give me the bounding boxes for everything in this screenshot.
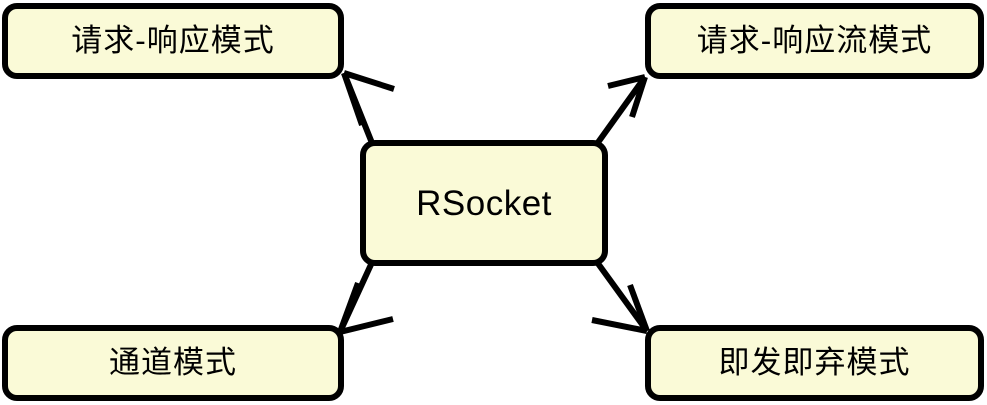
node-request-response-label: 请求-响应模式 [71, 22, 275, 59]
node-request-stream[interactable]: 请求-响应流模式 [645, 3, 984, 79]
node-fire-and-forget-label: 即发即弃模式 [718, 344, 911, 381]
arrow-rsocket-to-channel [337, 256, 394, 335]
arrow-rsocket-to-fire-and-forget [591, 256, 650, 334]
node-channel[interactable]: 通道模式 [2, 325, 344, 401]
node-fire-and-forget[interactable]: 即发即弃模式 [645, 325, 984, 401]
arrow-rsocket-to-request-stream [591, 74, 648, 150]
node-rsocket-label: RSocket [416, 183, 552, 223]
node-channel-label: 通道模式 [109, 344, 237, 381]
node-request-stream-label: 请求-响应流模式 [696, 22, 933, 59]
node-rsocket-center[interactable]: RSocket [360, 140, 608, 266]
arrow-rsocket-to-request-response [341, 70, 395, 150]
node-request-response[interactable]: 请求-响应模式 [2, 3, 344, 79]
